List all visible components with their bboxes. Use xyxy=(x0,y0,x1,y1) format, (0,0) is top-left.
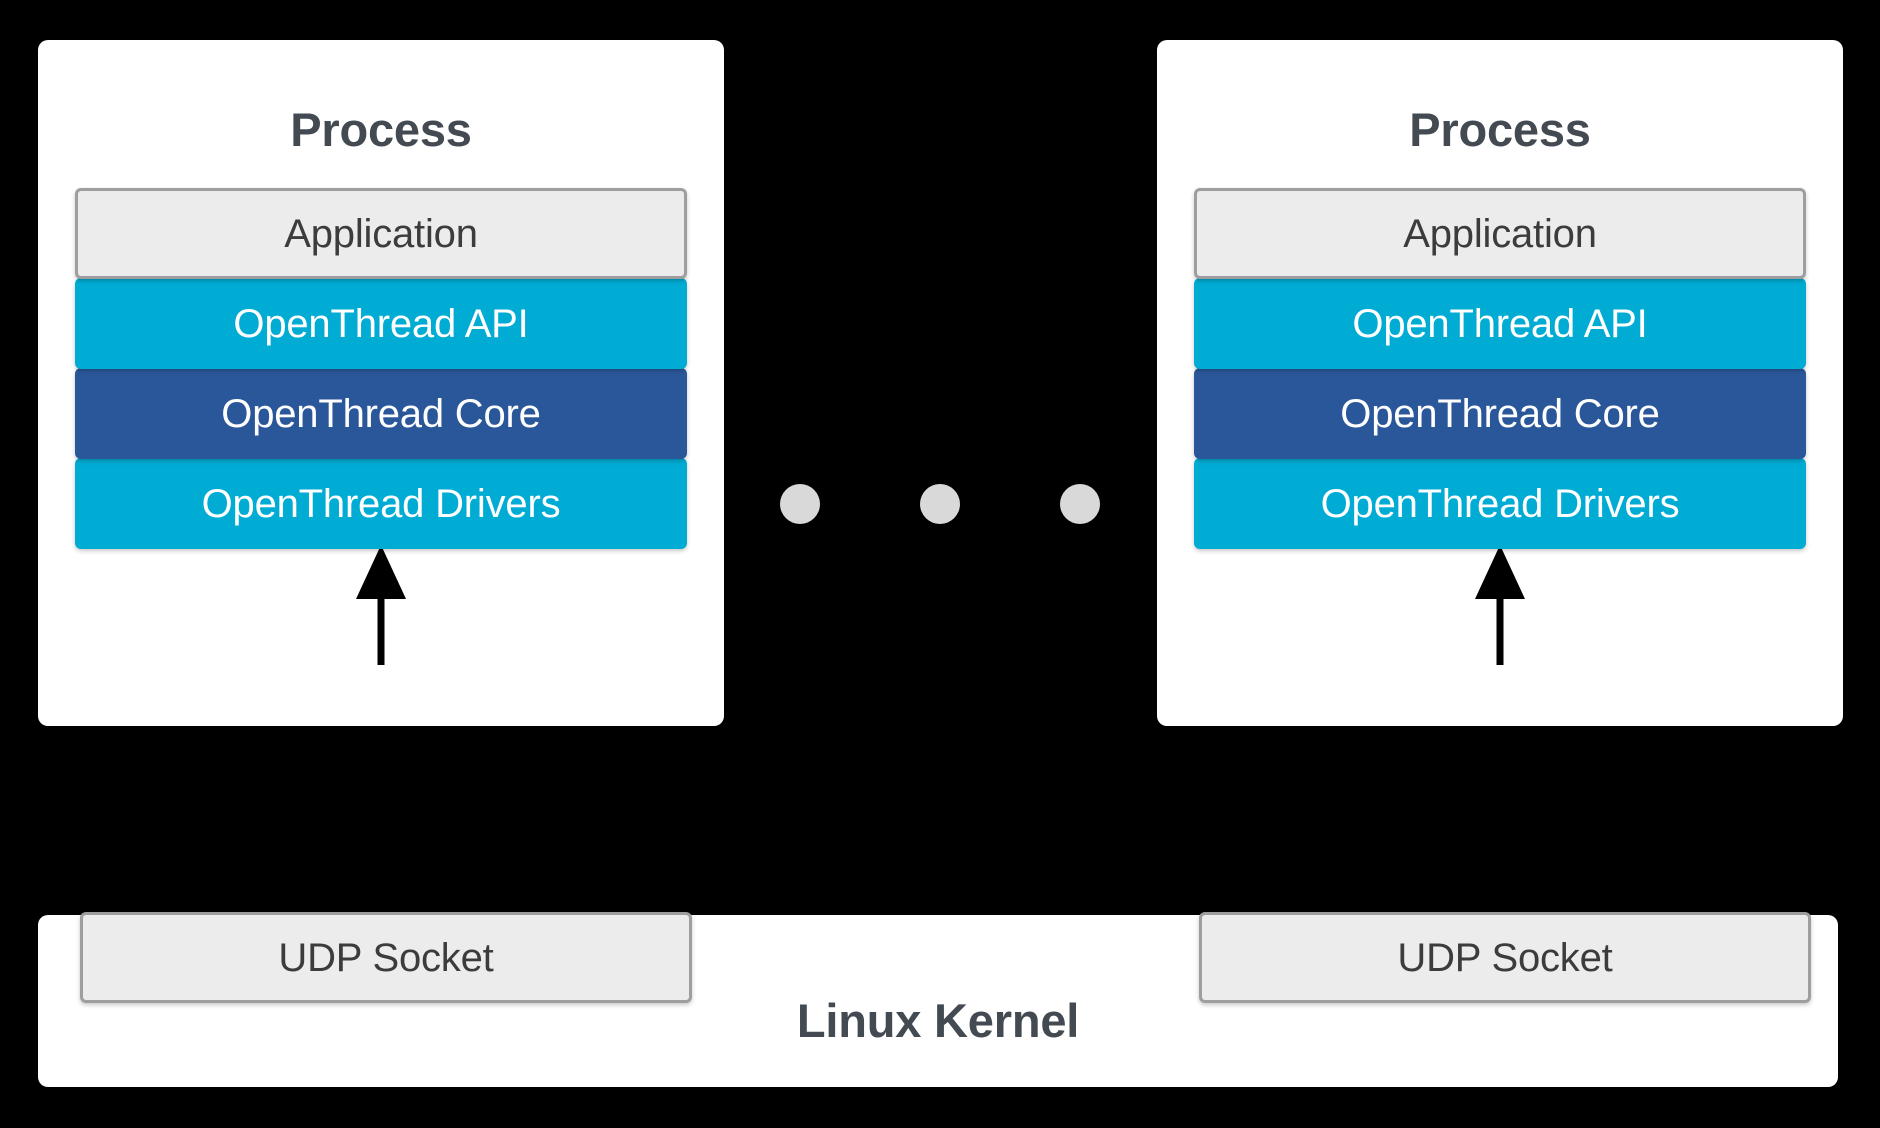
layer-application-left[interactable]: Application xyxy=(75,188,687,279)
dot-1 xyxy=(780,484,820,524)
kernel-title: Linux Kernel xyxy=(796,994,1080,1047)
process-card-right: Process Application OpenThread API OpenT… xyxy=(1157,40,1843,726)
arrow-up-icon-left xyxy=(356,545,406,665)
dot-3 xyxy=(1060,484,1100,524)
kernel-card: UDP Socket Linux Kernel UDP Socket xyxy=(38,912,1838,1087)
udp-socket-box-right[interactable]: UDP Socket xyxy=(1199,912,1811,1003)
process-card-left: Process Application OpenThread API OpenT… xyxy=(38,40,724,726)
udp-socket-box-left[interactable]: UDP Socket xyxy=(80,912,692,1003)
layer-application-right[interactable]: Application xyxy=(1194,188,1806,279)
process-title-right: Process xyxy=(1409,103,1591,156)
layer-openthread-drivers-left[interactable]: OpenThread Drivers xyxy=(75,458,687,549)
arrow-up-icon-right xyxy=(1475,545,1525,665)
layer-openthread-core-left[interactable]: OpenThread Core xyxy=(75,368,687,459)
dot-2 xyxy=(920,484,960,524)
layer-stack-right: Application OpenThread API OpenThread Co… xyxy=(1194,188,1806,549)
process-title-left: Process xyxy=(290,103,472,156)
ellipsis-dots-icon xyxy=(780,482,1100,526)
layer-openthread-core-right[interactable]: OpenThread Core xyxy=(1194,368,1806,459)
layer-openthread-api-left[interactable]: OpenThread API xyxy=(75,278,687,369)
layer-openthread-api-right[interactable]: OpenThread API xyxy=(1194,278,1806,369)
layer-openthread-drivers-right[interactable]: OpenThread Drivers xyxy=(1194,458,1806,549)
layer-stack-left: Application OpenThread API OpenThread Co… xyxy=(75,188,687,549)
